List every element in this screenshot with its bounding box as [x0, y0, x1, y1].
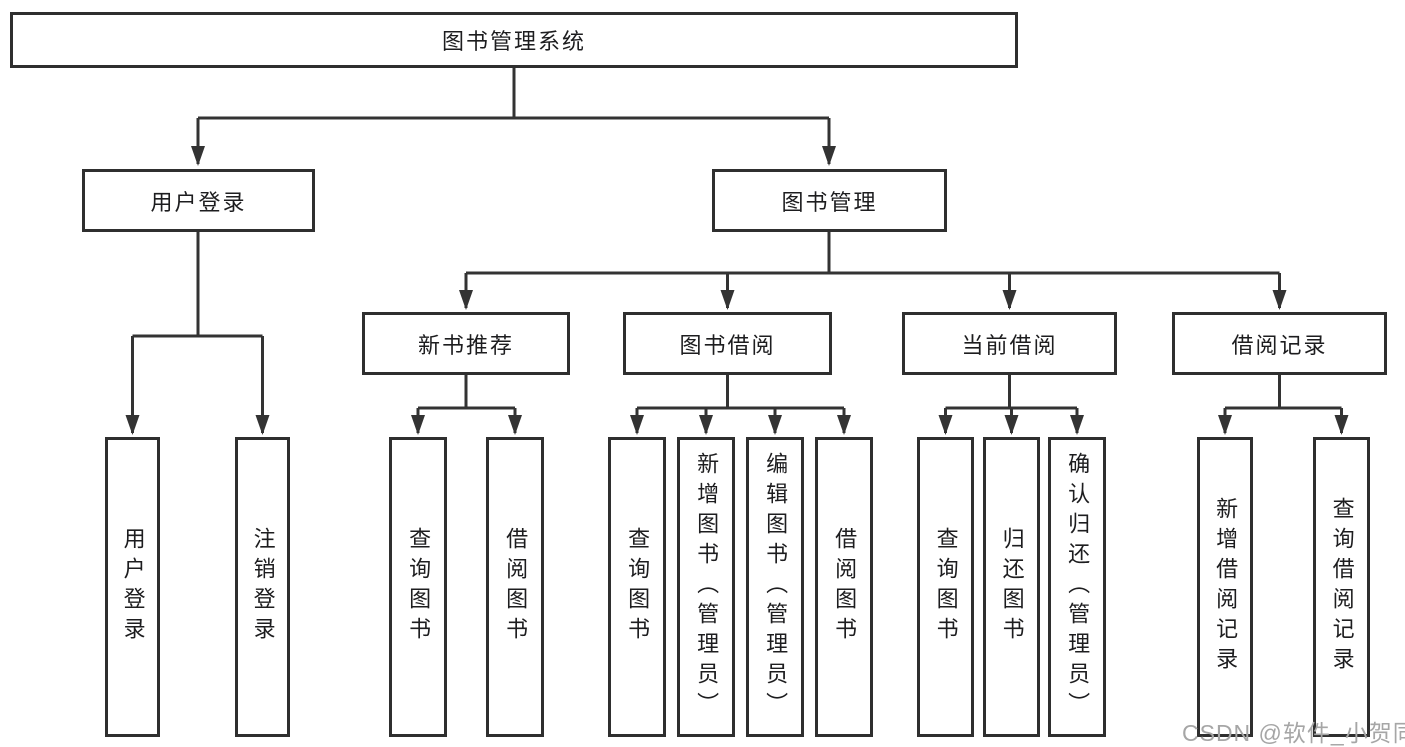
node-current-confirm-return-admin: 确认归还（管理员） — [1048, 437, 1106, 737]
node-new-book-recommend: 新书推荐 — [362, 312, 570, 375]
node-borrowing-edit-book-admin: 编辑图书（管理员） — [746, 437, 804, 737]
node-borrowing-borrow-book: 借阅图书 — [815, 437, 873, 737]
node-login: 用户登录 — [105, 437, 160, 737]
node-borrowing-query-book: 查询图书 — [608, 437, 666, 737]
node-borrowing-add-book-admin: 新增图书（管理员） — [677, 437, 735, 737]
node-book-borrowing: 图书借阅 — [623, 312, 832, 375]
node-records-add-borrow-record: 新增借阅记录 — [1197, 437, 1253, 737]
node-current-query-book: 查询图书 — [917, 437, 974, 737]
node-recommend-query-book: 查询图书 — [389, 437, 447, 737]
node-recommend-borrow-book: 借阅图书 — [486, 437, 544, 737]
watermark-text: CSDN @软件_小贺同学 — [1182, 720, 1405, 746]
node-current-borrowing: 当前借阅 — [902, 312, 1117, 375]
node-current-return-book: 归还图书 — [983, 437, 1040, 737]
node-book-management: 图书管理 — [712, 169, 947, 232]
node-records-query-borrow-record: 查询借阅记录 — [1313, 437, 1370, 737]
node-borrowing-records: 借阅记录 — [1172, 312, 1387, 375]
node-logout: 注销登录 — [235, 437, 290, 737]
node-root: 图书管理系统 — [10, 12, 1018, 68]
node-user-login: 用户登录 — [82, 169, 315, 232]
